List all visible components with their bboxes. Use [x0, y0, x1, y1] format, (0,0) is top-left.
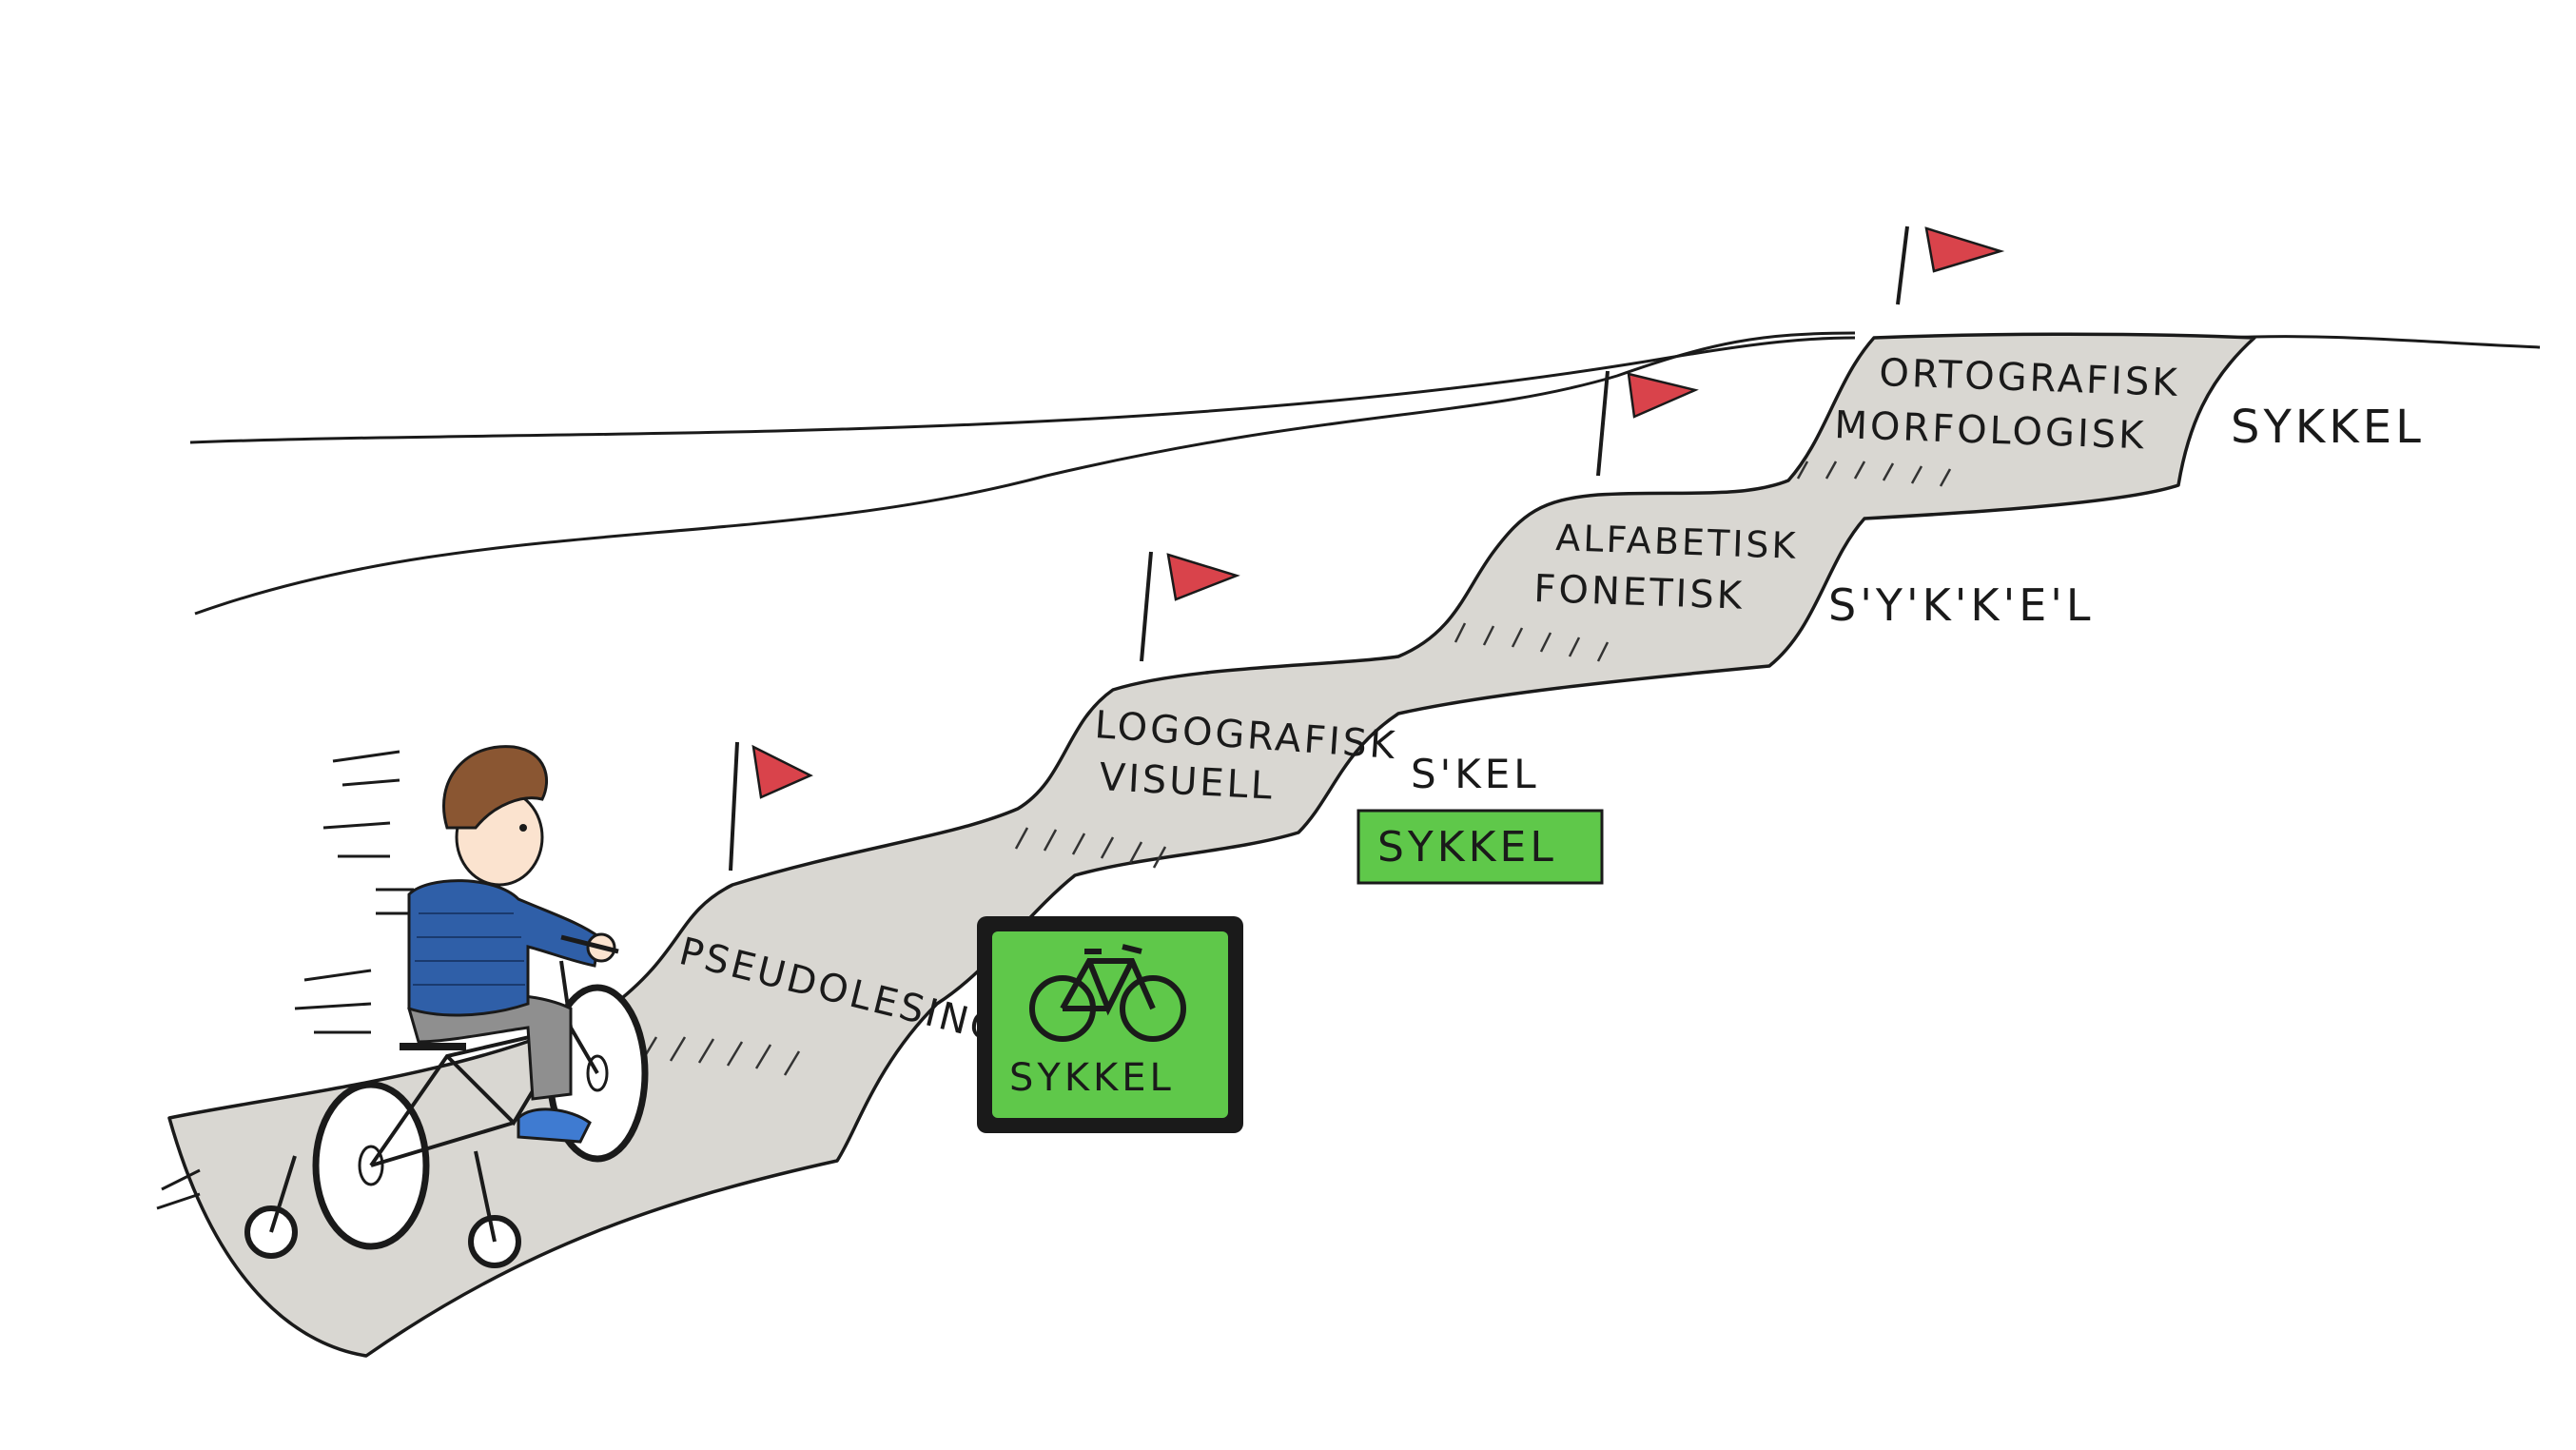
flag-icon — [1596, 370, 1699, 477]
word-final: SYKKEL — [2231, 401, 2425, 454]
horizon-lines — [189, 331, 2541, 616]
green-word-label: SYKKEL — [1356, 809, 1604, 885]
sign-word: SYKKEL — [1009, 1056, 1175, 1100]
riser-hatching — [640, 460, 1952, 1076]
stage-label-fonetisk: FONETISK — [1533, 567, 1746, 618]
flag-icon — [1896, 225, 2005, 305]
horizon-line-right — [2225, 335, 2541, 349]
stage-label-alfabetisk: ALFABETISK — [1555, 517, 1799, 567]
sykkel-road-sign: SYKKEL — [977, 916, 1243, 1133]
bicycle-icon — [1029, 944, 1186, 1042]
word-segmented: S'Y'K'K'E'L — [1828, 579, 2095, 631]
boy-on-bicycle — [156, 745, 649, 1268]
stage-label-ortografisk: ORTOGRAFISK — [1879, 351, 2181, 405]
speed-lines — [156, 750, 414, 1210]
road-surface — [167, 332, 2256, 1358]
horizon-line-upper — [189, 336, 1856, 444]
stage-label-visuell: VISUELL — [1098, 755, 1276, 809]
horizon-line-lower — [194, 331, 1856, 616]
flag-icon — [729, 741, 813, 872]
flag-icon — [1140, 551, 1240, 662]
word-skel: S'KEL — [1411, 751, 1540, 797]
green-word-text: SYKKEL — [1377, 823, 1557, 872]
stage-label-morfologisk: MORFOLOGISK — [1834, 403, 2147, 458]
staircase-road — [167, 332, 2256, 1358]
